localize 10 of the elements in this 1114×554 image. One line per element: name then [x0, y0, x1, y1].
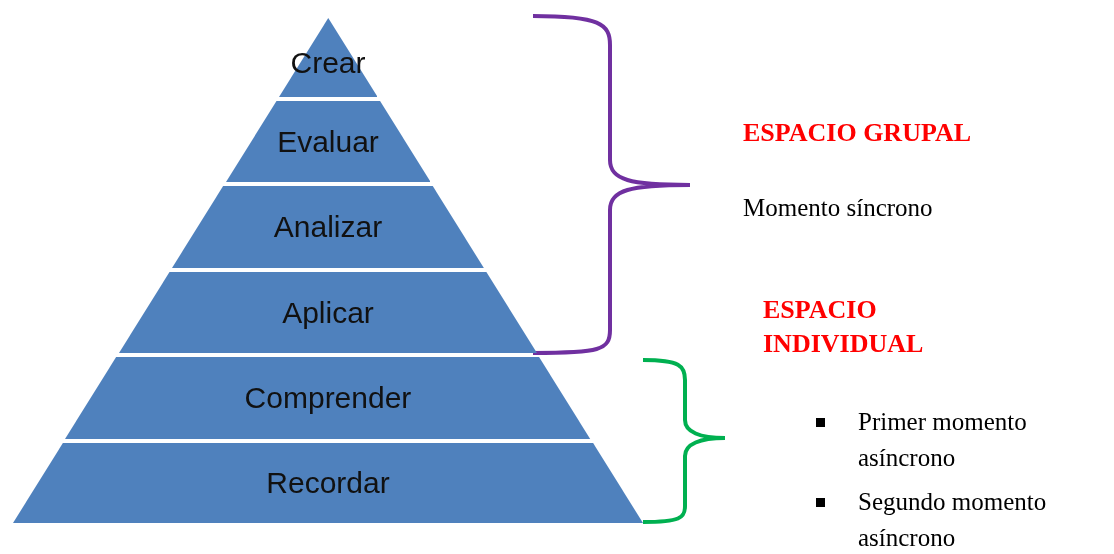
list-item: Segundo momento asíncrono [858, 487, 1048, 553]
list-item: Primer momento asíncrono [858, 407, 1028, 473]
level-label: Analizar [273, 212, 383, 242]
section-heading: ESPACIO GRUPAL [743, 117, 972, 149]
note-text: Momento síncrono [743, 193, 934, 223]
section-heading: ESPACIO INDIVIDUAL [763, 294, 925, 360]
level-label: Recordar [266, 468, 390, 498]
level-label: Evaluar [277, 126, 379, 157]
level-label: Aplicar [282, 297, 374, 328]
level-label: Comprender [244, 383, 412, 413]
